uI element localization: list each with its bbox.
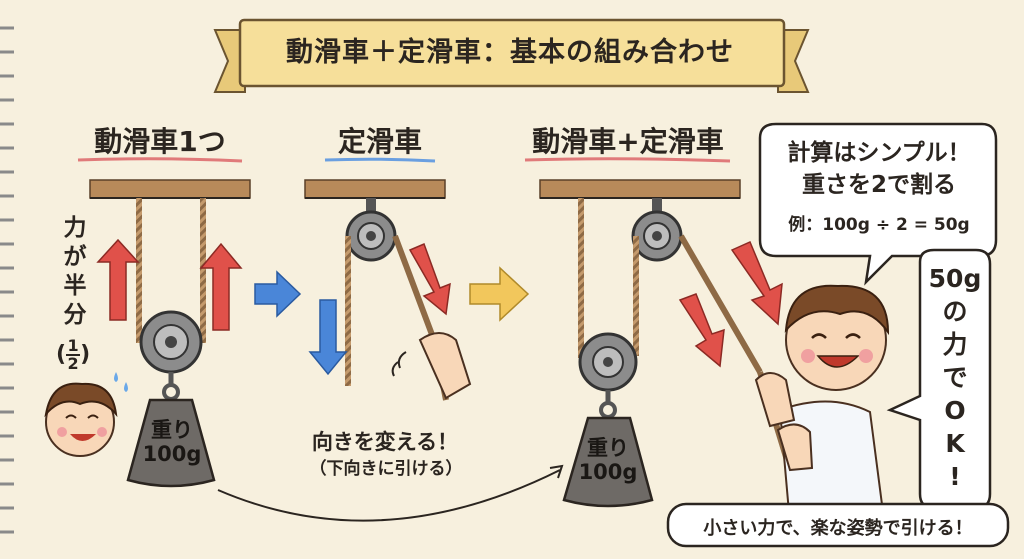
underline-movable xyxy=(77,157,243,163)
curved-arrow xyxy=(217,469,561,522)
bubble-force-shape xyxy=(886,248,992,510)
bottom-caption-box xyxy=(666,502,1010,548)
force-half-label: 力 が 半 分 xyxy=(63,215,87,328)
boy-pulling xyxy=(754,284,890,526)
red-diag-arrow-fixed xyxy=(408,242,451,316)
weight-combined xyxy=(562,416,654,508)
red-up-arrows xyxy=(96,238,243,331)
underline-combined xyxy=(524,157,731,163)
title-ribbon xyxy=(213,18,810,93)
section-title-combined: 動滑車+定滑車 xyxy=(532,125,724,158)
weight-label-movable: 重り 100g xyxy=(142,418,202,466)
bubble-calc-shape xyxy=(758,122,998,286)
section-title-movable: 動滑車1つ xyxy=(94,125,226,158)
bubble-calc-line3: 例：100g ÷ 2 = 50g xyxy=(788,215,970,235)
yellow-right-arrow xyxy=(469,266,530,322)
ceilings xyxy=(89,179,741,199)
notebook-binding xyxy=(0,26,14,534)
fixed-caption-main: 向きを変える！ xyxy=(311,430,459,454)
fixed-caption-sub: （下向きに引ける） xyxy=(309,459,463,479)
hand-fixed xyxy=(391,332,472,400)
movable-pulley-setup xyxy=(126,198,216,488)
page-title: 動滑車＋定滑車：基本の組み合わせ xyxy=(286,37,734,68)
bubble-calc-line2: 重さを2で割る xyxy=(801,172,956,198)
blue-down-arrow xyxy=(308,299,348,376)
bottom-caption: 小さい力で、楽な姿勢で引ける！ xyxy=(703,518,973,539)
bubble-calc-line1: 計算はシンプル！ xyxy=(787,140,971,166)
small-boy-face xyxy=(44,372,128,457)
blue-right-arrow xyxy=(254,270,302,318)
section-title-fixed: 定滑車 xyxy=(337,125,422,158)
underline-fixed xyxy=(324,157,436,163)
bubble-force-text: 50g の 力 で O K ! xyxy=(928,264,982,491)
weight-movable xyxy=(126,398,216,488)
red-diag-arrows-combined xyxy=(678,241,783,368)
weight-label-combined: 重り 100g xyxy=(578,436,638,484)
